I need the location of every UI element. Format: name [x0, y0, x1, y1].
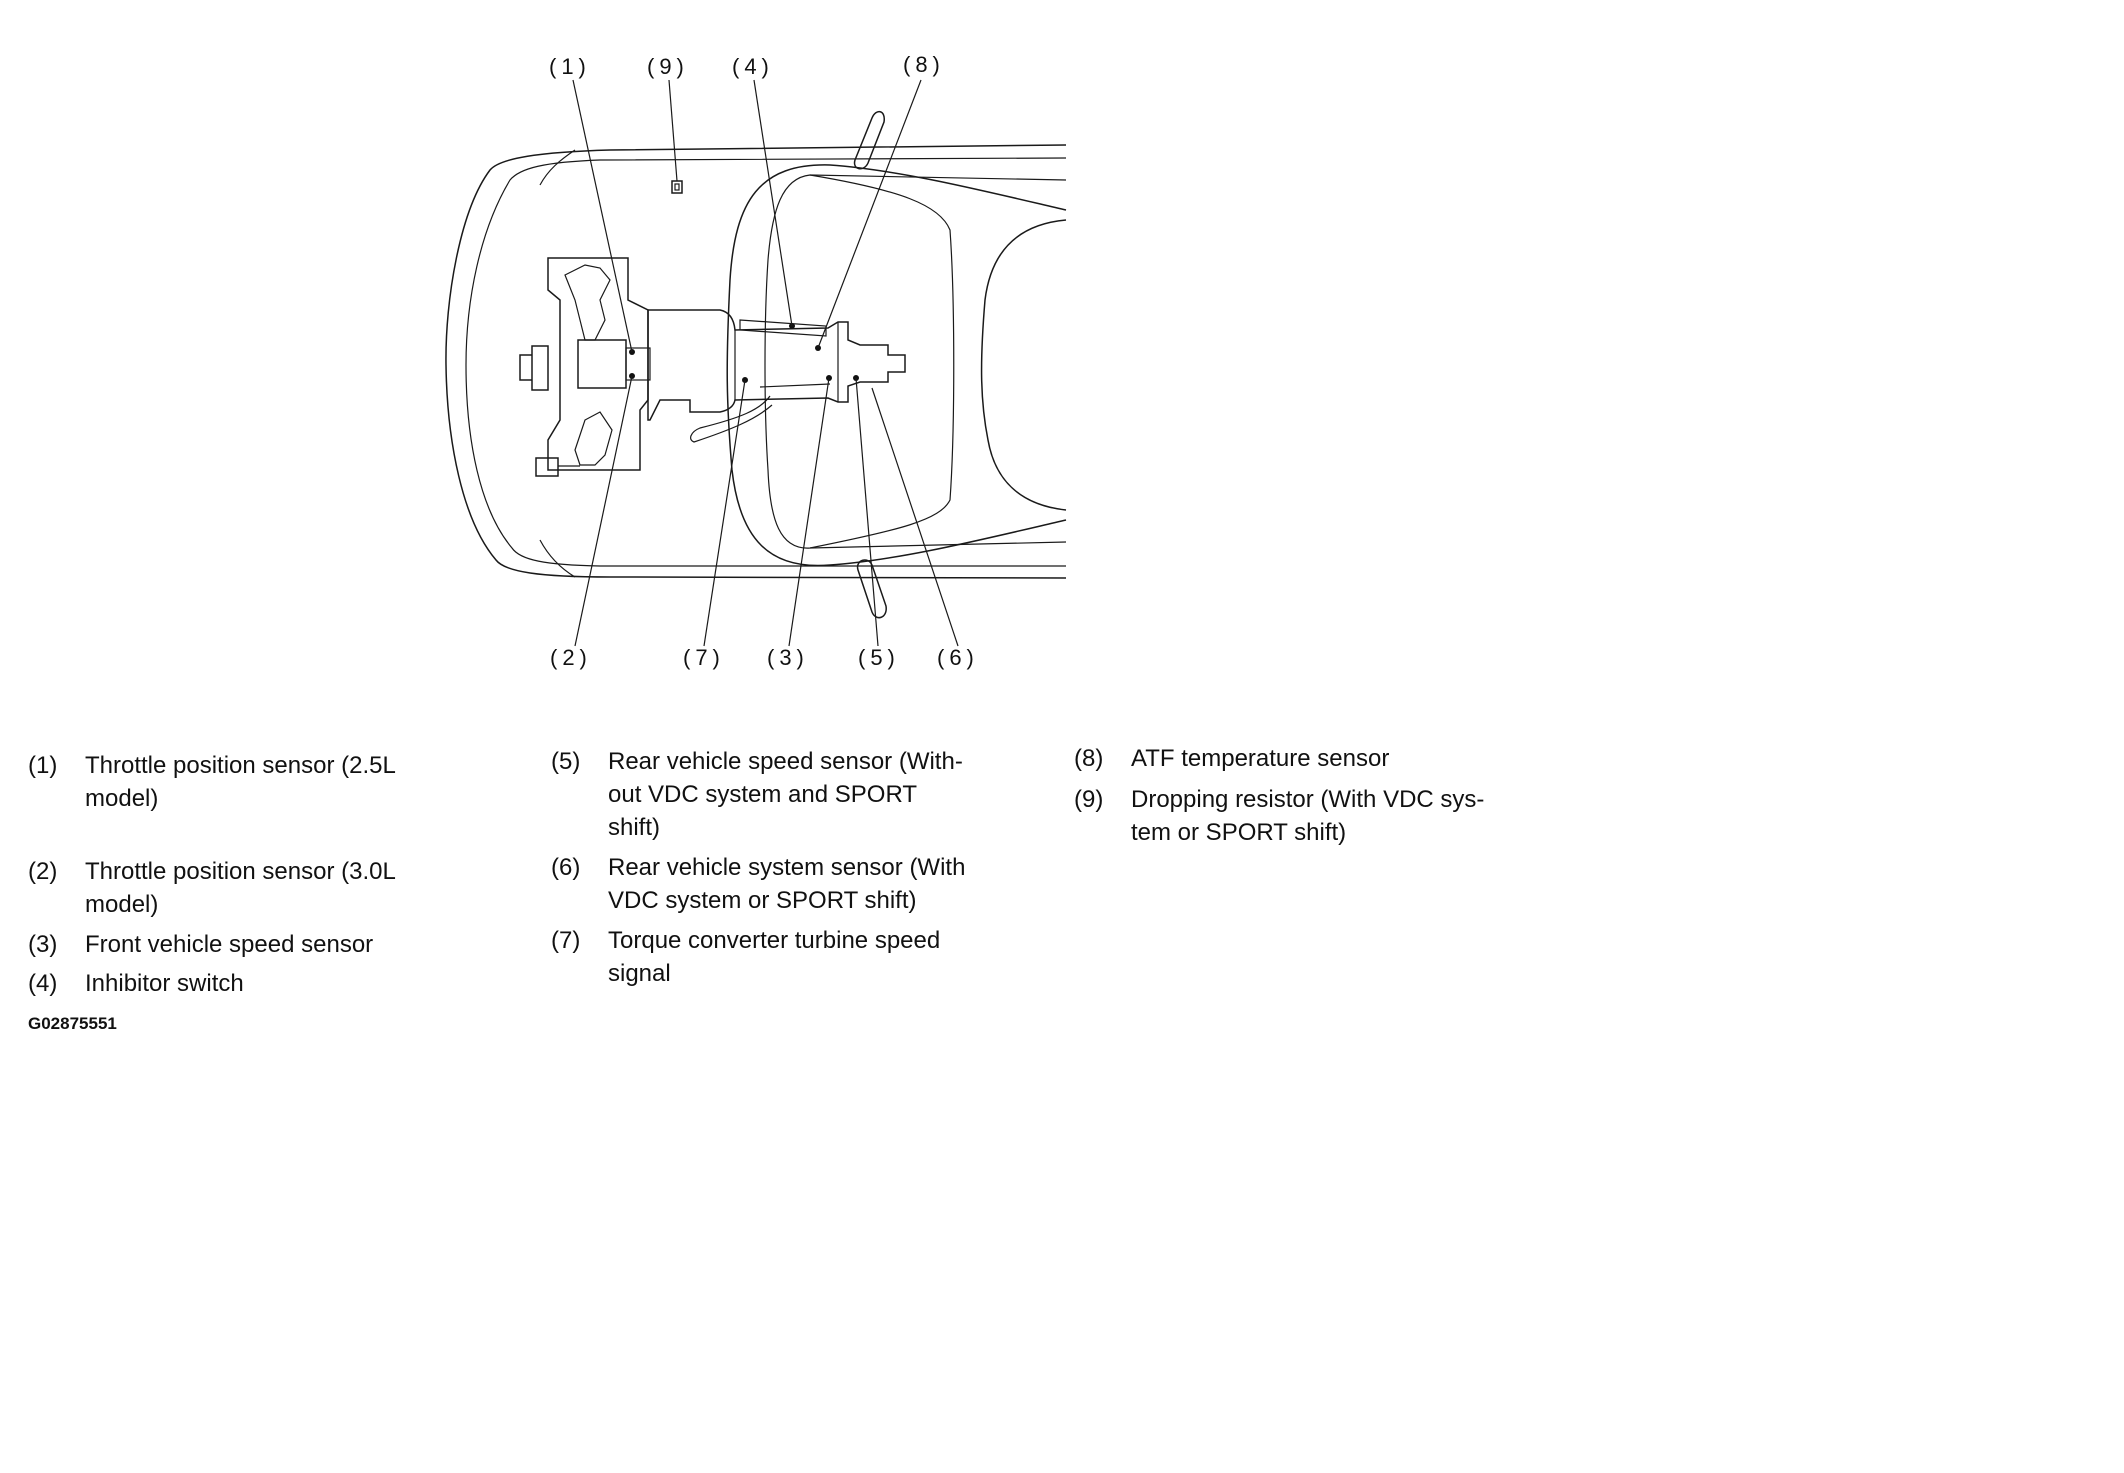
callout-label-4: (4)	[732, 54, 774, 79]
leader-line-7	[703, 379, 746, 647]
callout-label-9: (9)	[647, 54, 689, 79]
callout-label-3: (3)	[767, 645, 809, 670]
leader-line-6	[871, 387, 959, 647]
callout-label-1: (1)	[549, 54, 591, 79]
dropping-resistor-core	[674, 183, 680, 191]
legend-number: (2)	[28, 858, 58, 885]
legend-number: (8)	[1074, 745, 1104, 772]
side-mirror-top	[853, 110, 885, 170]
leader-line-1	[572, 79, 633, 353]
throttle-body-sensor	[625, 347, 651, 381]
callout-label-5: (5)	[858, 645, 900, 670]
alternator	[519, 345, 549, 391]
legend-text: Front vehicle speed sensor	[85, 931, 374, 958]
legend-text: ATF temperature sensor	[1131, 745, 1390, 772]
legend-text: Inhibitor switch	[85, 970, 244, 997]
callout-label-2: (2)	[550, 645, 592, 670]
leader-line-3	[788, 377, 830, 647]
vehicle-sensor-diagram: (1) (9) (4) (8) (2) (7) (3) (5) (6)	[445, 52, 1067, 670]
callout-label-6: (6)	[937, 645, 979, 670]
windshield-outer	[726, 164, 1067, 567]
leader-line-4	[753, 79, 793, 327]
a-pillar-bottom	[809, 541, 1067, 549]
windshield-inner	[764, 174, 955, 549]
car-body-outline	[445, 144, 1067, 579]
leader-line-8	[817, 79, 922, 349]
legend-number: (1)	[28, 752, 58, 779]
throttle-body	[577, 339, 627, 389]
legend-number: (3)	[28, 931, 58, 958]
legend-number: (5)	[551, 748, 581, 775]
engine-intake-top	[564, 264, 611, 341]
dropping-resistor	[671, 180, 683, 194]
roof-front-edge	[980, 219, 1067, 511]
leader-line-5	[855, 377, 879, 647]
engine-intake-bottom	[574, 411, 613, 466]
engine-bracket-bottom	[535, 457, 559, 477]
leader-line-2	[574, 375, 633, 647]
legend-number: (7)	[551, 927, 581, 954]
legend-number: (9)	[1074, 786, 1104, 813]
callout-label-8: (8)	[903, 52, 945, 77]
leader-line-9	[668, 79, 678, 182]
engine-block	[547, 257, 649, 471]
figure-code: G02875551	[28, 1014, 117, 1033]
a-pillar-top	[809, 174, 1067, 181]
legend-text: Dropping resistor (With VDC sys-tem or S…	[1131, 786, 1485, 846]
fender-line-bottom	[539, 539, 576, 578]
fender-line-top	[539, 149, 576, 186]
legend-text: Rear vehicle speed sensor (With-out VDC …	[608, 748, 963, 841]
transmission-housing	[647, 309, 906, 421]
atf-cooler-line	[690, 395, 773, 443]
transmission-seam	[759, 383, 831, 388]
legend-number: (6)	[551, 854, 581, 881]
car-body-inner-outline	[465, 157, 1067, 567]
legend-number: (4)	[28, 970, 58, 997]
callout-label-7: (7)	[683, 645, 725, 670]
transmission-pan	[739, 319, 827, 337]
